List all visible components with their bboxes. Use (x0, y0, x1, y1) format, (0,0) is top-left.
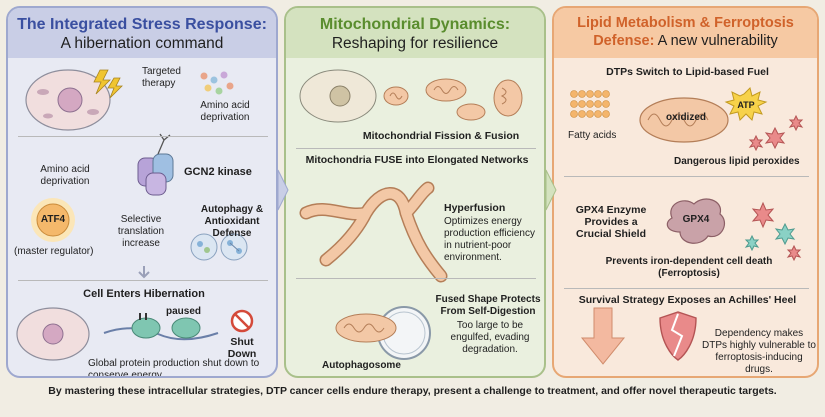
isr-divider-2 (18, 280, 268, 281)
paused-label: paused (166, 306, 202, 317)
lipid-header: Lipid Metabolism & Ferroptosis Defense: … (554, 8, 817, 58)
fatty-acids-label: Fatty acids (568, 130, 617, 141)
mito-panel: Mitochondrial Dynamics: Reshaping for re… (284, 6, 546, 378)
lipid-divider-2 (564, 288, 809, 289)
targeted-therapy-label: Targeted therapy (142, 66, 181, 89)
cell-icon (25, 69, 111, 131)
atf4-label: ATF4 (40, 214, 66, 225)
prevents-ferroptosis-label: Prevents iron-dependent cell death (Ferr… (605, 256, 773, 279)
lipid-peroxides-label: Dangerous lipid peroxides (674, 156, 800, 167)
master-regulator-label: (master regulator) (14, 246, 94, 257)
shutdown-label: Shut Down (227, 336, 257, 360)
lipid-title: Lipid Metabolism & Ferroptosis (577, 15, 794, 31)
mitochondria-icon (383, 78, 523, 121)
fission-fusion-label: Mitochondrial Fission & Fusion (362, 130, 520, 142)
lipid-divider-1 (564, 176, 809, 177)
autophagosome-label: Autophagosome (322, 360, 401, 371)
hibernating-cell-icon (16, 307, 90, 361)
atp-burst-icon (724, 87, 768, 121)
lightning-icon (93, 69, 123, 99)
autophagy-label: Autophagy & Antioxidant Defense (200, 204, 264, 239)
mito-illustrations (299, 69, 523, 360)
dtps-switch-label: DTPs Switch to Lipid-based Fuel (606, 66, 769, 78)
panel-chevrons (277, 169, 557, 211)
oxidized-label: oxidized (666, 112, 707, 123)
down-arrow-icon (138, 266, 150, 279)
global-protein-label: Global protein production shut down to c… (88, 358, 260, 378)
isr-illustrations (16, 69, 254, 361)
lipid-illustrations (570, 87, 804, 365)
isr-divider-1 (18, 136, 268, 137)
amino-acid-dots-icon (200, 71, 234, 95)
isr-header: The Integrated Stress Response: A hibern… (8, 8, 276, 58)
mitochondrial-network-icon (299, 181, 448, 283)
lipid-subtitle-rest: A new vulnerability (654, 33, 778, 49)
lipid-peroxide-icon (748, 114, 804, 152)
stop-sign-icon (230, 309, 254, 333)
mito-header: Mitochondrial Dynamics: Reshaping for re… (286, 8, 544, 58)
chevron-right-icon (277, 169, 289, 211)
mito-title: Mitochondrial Dynamics: (319, 16, 511, 33)
mito-subtitle: Reshaping for resilience (331, 35, 499, 52)
antioxidant-icon (190, 233, 248, 261)
atf4-glow-icon (31, 198, 75, 242)
dependency-label: Dependency makes DTPs highly vulnerable … (702, 328, 816, 375)
fused-shape-description: Too large to be engulfed, evading degrad… (450, 320, 530, 355)
mito-divider-2 (296, 278, 536, 279)
autophagosome-icon (335, 306, 431, 360)
lipid-subtitle-colored: Defense: (593, 33, 655, 49)
broken-shield-icon (659, 311, 697, 361)
gpx4-enzyme-label: GPX4 Enzyme Provides a Crucial Shield (575, 204, 647, 240)
down-arrow-icon (580, 307, 626, 365)
isr-panel: The Integrated Stress Response: A hibern… (6, 6, 278, 378)
neutralized-peroxide-icon (744, 201, 802, 262)
hyperfusion-label: Hyperfusion (444, 202, 506, 214)
fatty-acid-icon (570, 90, 610, 118)
amino-acid-deprivation-mid-label: Amino acid deprivation (40, 164, 90, 187)
gcn2-label: GCN2 kinase (184, 166, 252, 178)
lipid-subtitle: Defense: A new vulnerability (554, 32, 817, 50)
fused-shape-label: Fused Shape Protects From Self-Digestion (435, 294, 541, 317)
isr-subtitle: A hibernation command (60, 35, 224, 52)
survival-strategy-label: Survival Strategy Exposes an Achilles' H… (578, 294, 797, 306)
mitochondrion-icon (639, 97, 729, 143)
isr-title: The Integrated Stress Response: (17, 16, 267, 33)
gcn2-protein-icon (137, 133, 174, 196)
gpx4-label: GPX4 (682, 214, 710, 225)
atp-label: ATP (737, 100, 755, 110)
hibernation-label: Cell Enters Hibernation (83, 288, 205, 300)
footer-summary: By mastering these intracellular strateg… (48, 385, 777, 397)
hyperfusion-description: Optimizes energy production efficiency i… (444, 216, 535, 263)
ribosome-icon (103, 313, 219, 341)
selective-translation-label: Selective translation increase (117, 214, 165, 249)
lipid-panel: Lipid Metabolism & Ferroptosis Defense: … (552, 6, 819, 378)
cell-icon (299, 69, 377, 123)
chevron-right-icon (545, 169, 557, 211)
gpx4-enzyme-icon (666, 198, 725, 244)
amino-acid-deprivation-top-label: Amino acid deprivation (200, 100, 250, 123)
elongated-networks-label: Mitochondria FUSE into Elongated Network… (305, 154, 529, 166)
mito-divider-1 (296, 148, 536, 149)
